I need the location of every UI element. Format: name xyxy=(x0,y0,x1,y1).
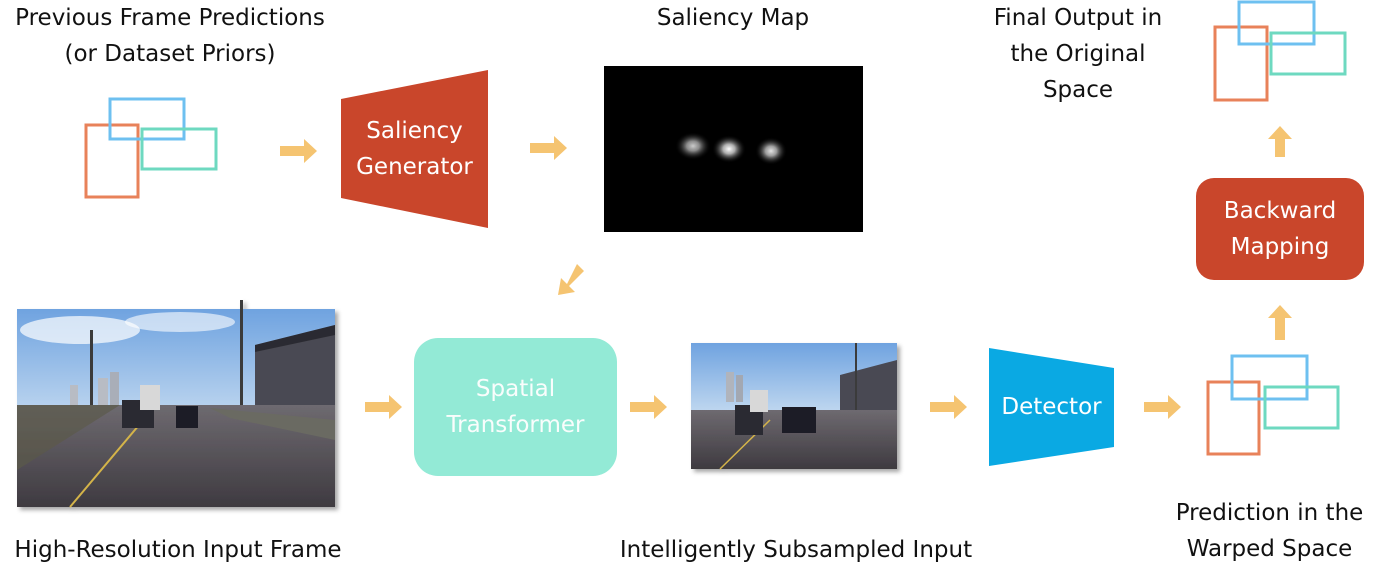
warped-prediction-line1: Prediction in the xyxy=(1175,500,1364,526)
arrow-subsampled-to-detector xyxy=(930,395,967,419)
final-output-line2: the Original xyxy=(1010,41,1146,67)
saliency-map-image xyxy=(604,66,863,232)
arrow-generator-to-map xyxy=(530,136,567,160)
saliency-map-label: Saliency Map xyxy=(656,5,810,31)
arrow-detector-to-warped xyxy=(1144,395,1181,419)
subsampled-input-image xyxy=(691,343,897,470)
subsampled-input-label: Intelligently Subsampled Input xyxy=(619,537,973,563)
spatial-transformer-label: Spatial Transformer xyxy=(446,376,585,438)
teal-bbox xyxy=(1263,385,1340,430)
arrow-map-to-transformer xyxy=(558,264,584,295)
previous-predictions-boxes xyxy=(84,97,218,199)
backward-mapping-label: Backward Mapping xyxy=(1223,198,1337,260)
orange-bbox xyxy=(1213,25,1269,102)
warped-predictions-boxes xyxy=(1206,354,1340,456)
warped-prediction-line2: Warped Space xyxy=(1186,536,1353,562)
detector-label: Detector xyxy=(1001,394,1102,420)
saliency-generator-block xyxy=(341,70,488,228)
saliency-generator-label: Saliency Generator xyxy=(356,118,473,180)
final-output-line1: Final Output in xyxy=(993,5,1163,31)
orange-bbox xyxy=(84,123,140,199)
blue-bbox xyxy=(1230,354,1309,401)
arrow-frame-to-transformer xyxy=(365,395,402,419)
detector-block xyxy=(989,348,1114,466)
final-output-label: Final Output in the Original Space xyxy=(978,0,1178,108)
final-output-line3: Space xyxy=(1042,77,1114,103)
previous-predictions-line1: Previous Frame Predictions xyxy=(15,5,325,31)
teal-bbox xyxy=(1269,31,1347,76)
arrow-warped-to-backward xyxy=(1268,305,1292,340)
backward-mapping-block xyxy=(1196,178,1364,280)
spatial-transformer-block xyxy=(414,338,617,476)
final-output-boxes xyxy=(1213,0,1347,102)
blue-bbox xyxy=(108,97,186,141)
warped-prediction-label: Prediction in the Warped Space xyxy=(1160,495,1379,567)
high-resolution-input-label: High-Resolution Input Frame xyxy=(14,537,342,563)
arrow-backward-to-final xyxy=(1268,126,1292,157)
teal-bbox xyxy=(140,127,218,171)
high-resolution-input-image xyxy=(17,300,335,508)
arrow-prev-to-generator xyxy=(280,139,317,163)
previous-predictions-line2: (or Dataset Priors) xyxy=(64,41,276,67)
blue-bbox xyxy=(1237,0,1316,46)
arrow-transformer-to-subsampled xyxy=(630,395,667,419)
previous-predictions-label: Previous Frame Predictions (or Dataset P… xyxy=(0,0,340,72)
